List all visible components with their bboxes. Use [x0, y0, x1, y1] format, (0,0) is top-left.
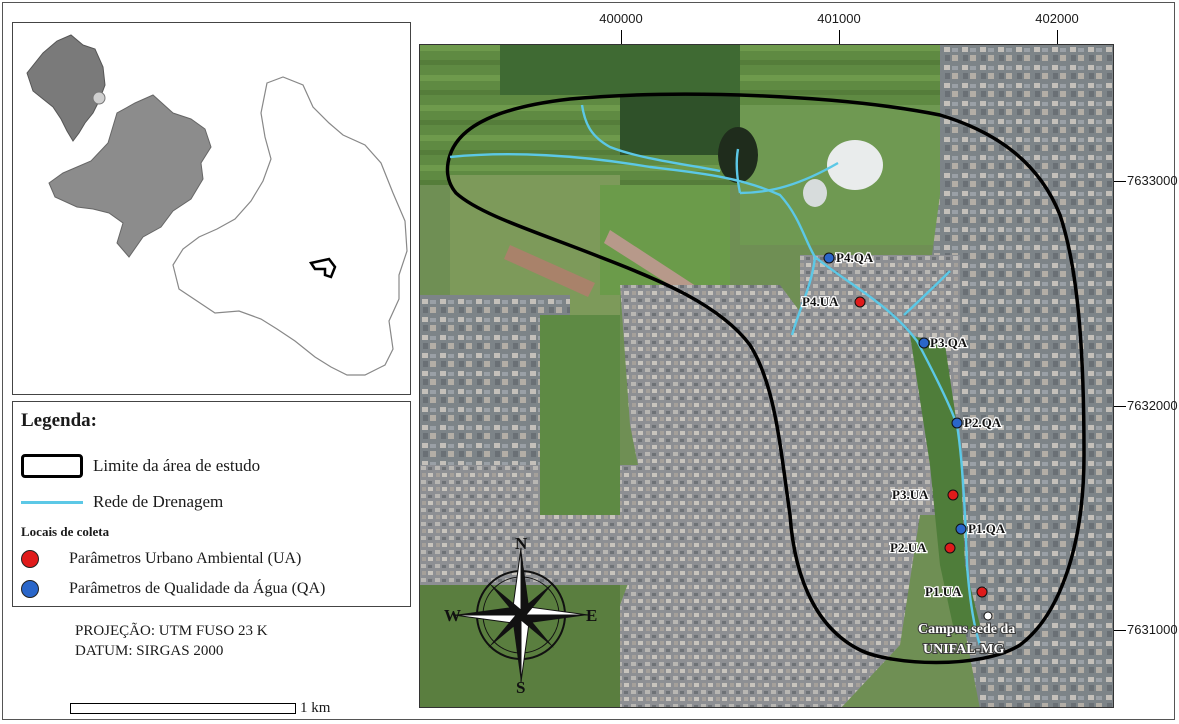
compass-s: S	[516, 678, 526, 697]
compass-needle	[513, 615, 521, 682]
satellite-map: P4.QA P4.UA P3.QA P2.QA P3.UA P1.QA P2.U…	[419, 44, 1114, 708]
x-coord-label: 402000	[1035, 11, 1079, 26]
locator-inset	[12, 22, 411, 395]
boundary-label: Limite da área de estudo	[93, 456, 261, 475]
projection-line: PROJEÇÃO: UTM FUSO 23 K	[75, 623, 268, 639]
ua-dot	[21, 550, 39, 568]
compass-needle	[454, 607, 521, 615]
compass-needle	[518, 582, 554, 618]
drainage-swatch	[21, 500, 83, 504]
ua-point	[854, 296, 866, 308]
compass-needle	[521, 615, 588, 623]
compass-needle	[521, 548, 529, 615]
compass-needle	[518, 612, 554, 648]
qa-dot	[21, 580, 39, 598]
compass-n: N	[515, 534, 528, 553]
point-label: P1.UA	[925, 584, 962, 599]
point-label: P3.QA	[930, 335, 968, 350]
point-label: P3.UA	[892, 487, 929, 502]
urban-area	[920, 45, 1113, 707]
study-area-boundary	[445, 92, 1086, 665]
compass-w: W	[444, 606, 461, 625]
sites-title: Locais de coleta	[21, 524, 110, 539]
point-label: P4.UA	[802, 294, 839, 309]
state-shape	[48, 94, 212, 258]
y-tick	[1114, 630, 1126, 631]
y-coord-label: 7633000	[1127, 173, 1178, 188]
dark-forest	[500, 45, 740, 95]
boundary-swatch	[21, 454, 83, 478]
bare-soil	[504, 245, 595, 297]
drainage-line	[580, 104, 721, 173]
projection-text: PROJEÇÃO: UTM FUSO 23 K DATUM: SIRGAS 20…	[75, 621, 268, 661]
green-belt	[540, 315, 620, 515]
y-coord-label: 7632000	[1127, 398, 1178, 413]
brazil-shape	[26, 34, 106, 142]
y-coord-label: 7631000	[1127, 622, 1178, 637]
point-label: P4.QA	[836, 250, 874, 265]
y-tick	[1114, 181, 1126, 182]
point-label: P2.QA	[964, 415, 1002, 430]
legend-drainage-row: Rede de Drenagem	[21, 492, 223, 512]
legend-qa-row: Parâmetros de Qualidade da Água (QA)	[21, 580, 325, 598]
qa-label: Parâmetros de Qualidade da Água (QA)	[69, 580, 326, 597]
qa-point	[823, 252, 835, 264]
cloud	[827, 140, 883, 190]
x-tick	[621, 30, 622, 44]
qa-point	[918, 337, 930, 349]
point-label: P1.QA	[968, 521, 1006, 536]
datum-line: DATUM: SIRGAS 2000	[75, 643, 224, 659]
compass-needle	[488, 612, 524, 648]
legend-title: Legenda:	[21, 410, 97, 431]
campus-label: UNIFAL-MG	[923, 642, 1005, 657]
cloud	[803, 179, 827, 207]
y-tick	[1114, 406, 1126, 407]
scale-label: 1 km	[300, 700, 331, 716]
x-coord-label: 400000	[599, 11, 643, 26]
legend-ua-row: Parâmetros Urbano Ambiental (UA)	[21, 550, 301, 568]
state-highlight	[92, 91, 106, 105]
ua-point	[947, 489, 959, 501]
drainage-label: Rede de Drenagem	[93, 492, 224, 511]
riparian-vegetation	[910, 335, 980, 635]
legend-boundary-row: Limite da área de estudo	[21, 454, 260, 478]
compass-rose: N S E W	[444, 534, 598, 697]
ua-label: Parâmetros Urbano Ambiental (UA)	[69, 550, 302, 567]
campus-label: Campus sede da	[918, 622, 1015, 637]
qa-point	[951, 417, 963, 429]
x-coord-label: 401000	[817, 11, 861, 26]
study-area-small	[308, 257, 337, 279]
ua-point	[944, 542, 956, 554]
drainage-line	[790, 256, 817, 336]
compass-needle	[488, 582, 524, 618]
compass-e: E	[586, 606, 598, 625]
x-tick	[1057, 30, 1058, 44]
ua-point	[976, 586, 988, 598]
drainage-line	[739, 161, 839, 195]
drainage-line	[735, 148, 742, 194]
drainage-line	[903, 270, 951, 316]
point-label: P2.UA	[890, 540, 927, 555]
legend-box: Legenda: Limite da área de estudo Rede d…	[12, 401, 411, 607]
municipality-shape	[172, 76, 408, 376]
scale-bar	[70, 703, 296, 714]
campus-point	[983, 611, 993, 621]
x-tick	[839, 30, 840, 44]
qa-point	[955, 523, 967, 535]
